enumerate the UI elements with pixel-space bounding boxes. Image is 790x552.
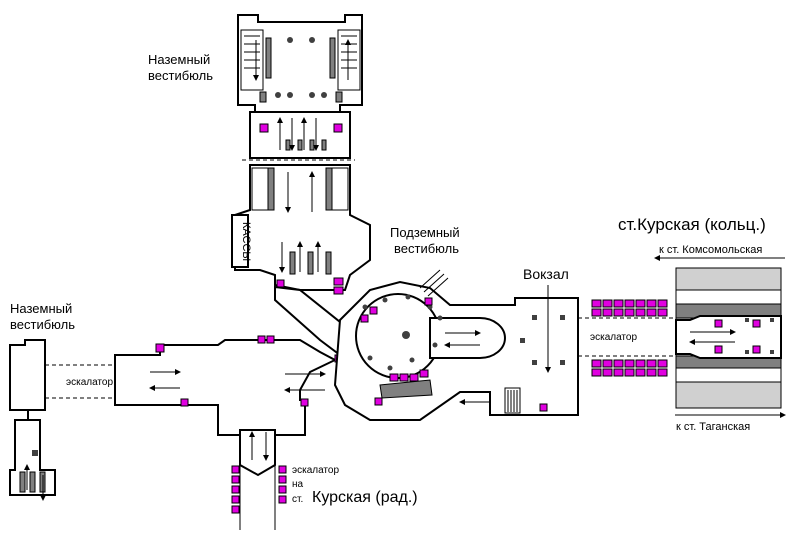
kurskaya-ring-label: ст.Курская (кольц.) (618, 215, 766, 234)
bottom-escalator-label-2: на (292, 479, 304, 490)
underground-vestibule-label-1: Подземный (390, 225, 460, 240)
top-ground-vestibule (237, 14, 363, 113)
bottom-escalator-label-1: эскалатор (292, 465, 339, 476)
left-vestibule-label-2: вестибюль (10, 317, 75, 332)
left-escalator-label: эскалатор (66, 377, 113, 388)
left-passage (114, 319, 343, 436)
left-vestibule-label-1: Наземный (10, 301, 72, 316)
to-komsomolskaya-label: к ст. Комсомольская (659, 244, 762, 256)
kurskaya-radial-label: Курская (рад.) (312, 489, 418, 506)
top-vestibule-label-1: Наземный (148, 52, 210, 67)
bottom-escalator (231, 429, 287, 530)
right-escalator-label: эскалатор (590, 332, 637, 343)
underground-vestibule-label-2: вестибюль (394, 241, 459, 256)
ring-station-platform (654, 255, 786, 418)
top-vestibule-label-2: вестибюль (148, 68, 213, 83)
vokzal-label: Вокзал (523, 266, 569, 282)
kassy-label: КАССЫ (240, 222, 252, 261)
upper-escalator-hall (231, 164, 371, 295)
to-taganskaya-label: к ст. Таганская (676, 421, 750, 433)
right-turnstiles (591, 299, 668, 377)
central-hall (333, 269, 579, 421)
top-passage (242, 111, 355, 161)
bottom-escalator-label-3: ст. (292, 494, 303, 505)
left-ground-vestibule (9, 339, 56, 501)
